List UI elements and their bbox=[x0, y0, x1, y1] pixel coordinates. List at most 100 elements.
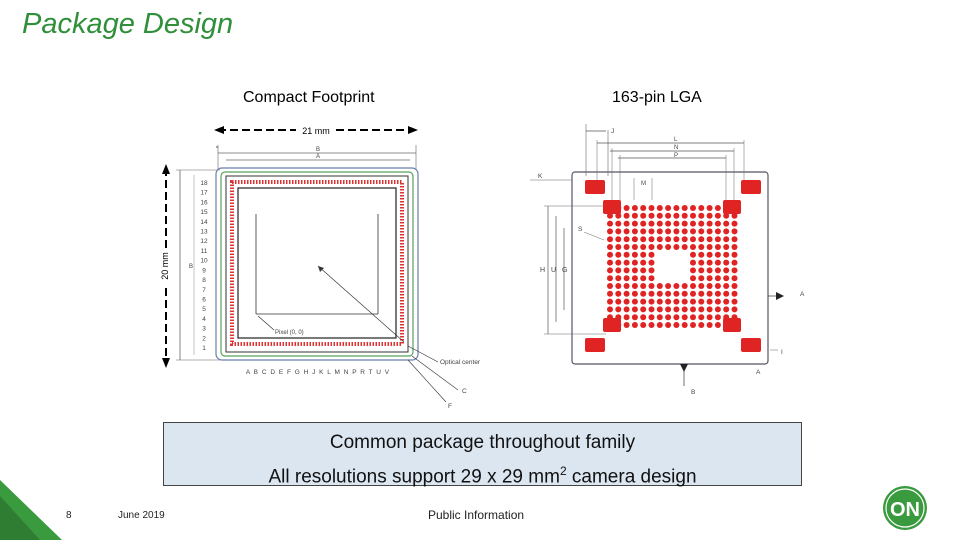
lga-pin bbox=[623, 259, 630, 266]
lga-pin bbox=[714, 275, 721, 282]
label-s: S bbox=[578, 226, 583, 233]
row-label: 17 bbox=[200, 190, 208, 197]
lga-pin bbox=[640, 267, 647, 274]
lga-pin bbox=[631, 212, 638, 219]
lga-pin bbox=[648, 244, 655, 250]
label-k: K bbox=[538, 173, 543, 180]
lga-pin bbox=[631, 251, 638, 258]
lga-pin bbox=[731, 298, 738, 305]
lga-pin bbox=[673, 322, 680, 328]
row-label: 3 bbox=[202, 326, 206, 333]
lga-pin bbox=[673, 220, 680, 227]
lga-pin bbox=[723, 220, 730, 227]
lga-pin bbox=[631, 314, 638, 321]
lga-pin bbox=[623, 306, 630, 313]
lga-pin bbox=[615, 298, 622, 305]
lga-pin bbox=[723, 251, 730, 258]
row-label: 10 bbox=[200, 258, 208, 265]
caption-compact-footprint: Compact Footprint bbox=[243, 89, 375, 106]
lga-pin bbox=[665, 220, 672, 227]
lga-pin bbox=[706, 228, 713, 235]
lga-pin bbox=[607, 283, 613, 289]
lga-pin bbox=[623, 322, 630, 328]
label-p: P bbox=[674, 153, 678, 159]
lga-pin bbox=[731, 228, 738, 235]
lga-pin bbox=[640, 259, 647, 266]
lga-pin bbox=[681, 236, 688, 243]
lga-pin bbox=[714, 251, 721, 258]
lga-pin bbox=[640, 228, 647, 235]
lga-pin bbox=[640, 283, 647, 289]
lga-pin bbox=[631, 290, 638, 297]
lga-pin bbox=[706, 251, 713, 258]
lga-pin bbox=[681, 306, 688, 313]
page-number: 8 bbox=[66, 510, 72, 521]
lga-pin bbox=[640, 244, 647, 250]
lga-pin bbox=[631, 306, 638, 313]
lga-pin bbox=[623, 244, 630, 250]
lga-pin bbox=[665, 314, 672, 321]
lga-pin bbox=[690, 283, 696, 289]
lga-pin bbox=[706, 236, 713, 243]
lga-pin bbox=[656, 244, 663, 250]
lga-pin bbox=[714, 236, 721, 243]
row-label: 2 bbox=[202, 335, 206, 342]
lga-pin bbox=[615, 283, 622, 289]
lga-pin bbox=[714, 290, 721, 297]
lga-pin bbox=[690, 259, 696, 266]
lga-pin bbox=[623, 251, 630, 258]
lga-pin bbox=[698, 251, 705, 258]
lga-pin bbox=[607, 259, 613, 266]
callout-box: Common package throughout family All res… bbox=[163, 422, 802, 487]
lga-pin bbox=[706, 298, 713, 305]
lga-pin bbox=[706, 290, 713, 297]
lga-pin bbox=[690, 298, 696, 305]
lga-pin bbox=[673, 205, 680, 211]
lga-pin bbox=[615, 275, 622, 282]
lga-pin bbox=[648, 236, 655, 243]
lga-pin bbox=[623, 267, 630, 274]
lga-pin bbox=[706, 244, 713, 250]
lga-pin bbox=[623, 275, 630, 282]
lga-pin bbox=[665, 322, 672, 328]
lga-pin bbox=[714, 298, 721, 305]
lga-pin bbox=[673, 314, 680, 321]
logo-text: ON bbox=[890, 499, 920, 521]
lga-pin bbox=[656, 228, 663, 235]
width-21mm-label: 21 mm bbox=[302, 126, 330, 136]
lga-pin bbox=[723, 259, 730, 266]
footer-date: June 2019 bbox=[118, 510, 165, 521]
lga-pin bbox=[673, 298, 680, 305]
corner-pad bbox=[741, 338, 761, 352]
corner-pad bbox=[741, 180, 761, 194]
lga-pin bbox=[681, 220, 688, 227]
row-label: 8 bbox=[202, 277, 206, 284]
lga-pin bbox=[714, 283, 721, 289]
lga-pin bbox=[623, 236, 630, 243]
lga-pin bbox=[615, 228, 622, 235]
lga-pin bbox=[681, 298, 688, 305]
lga-pin bbox=[714, 314, 721, 321]
lga-pin bbox=[631, 267, 638, 274]
lga-pin bbox=[723, 298, 730, 305]
lga-pin bbox=[723, 267, 730, 274]
lga-pin bbox=[648, 259, 655, 266]
label-side-dims: H U G bbox=[540, 267, 569, 274]
lga-pin bbox=[698, 322, 705, 328]
slide-title: Package Design bbox=[22, 8, 234, 40]
lga-pin bbox=[681, 228, 688, 235]
lga-pin bbox=[665, 298, 672, 305]
lga-pin bbox=[665, 228, 672, 235]
lga-pin-grid bbox=[607, 205, 738, 328]
label-n: N bbox=[674, 145, 678, 151]
lga-pin bbox=[714, 220, 721, 227]
row-label: 11 bbox=[201, 248, 208, 255]
row-label: 1 bbox=[202, 345, 206, 352]
lga-pin bbox=[690, 220, 696, 227]
lga-pin bbox=[607, 290, 613, 297]
lga-pin bbox=[656, 236, 663, 243]
lga-pin bbox=[706, 205, 713, 211]
lga-pin bbox=[723, 306, 730, 313]
inner-corner-pad bbox=[603, 318, 621, 332]
lga-pin bbox=[698, 314, 705, 321]
